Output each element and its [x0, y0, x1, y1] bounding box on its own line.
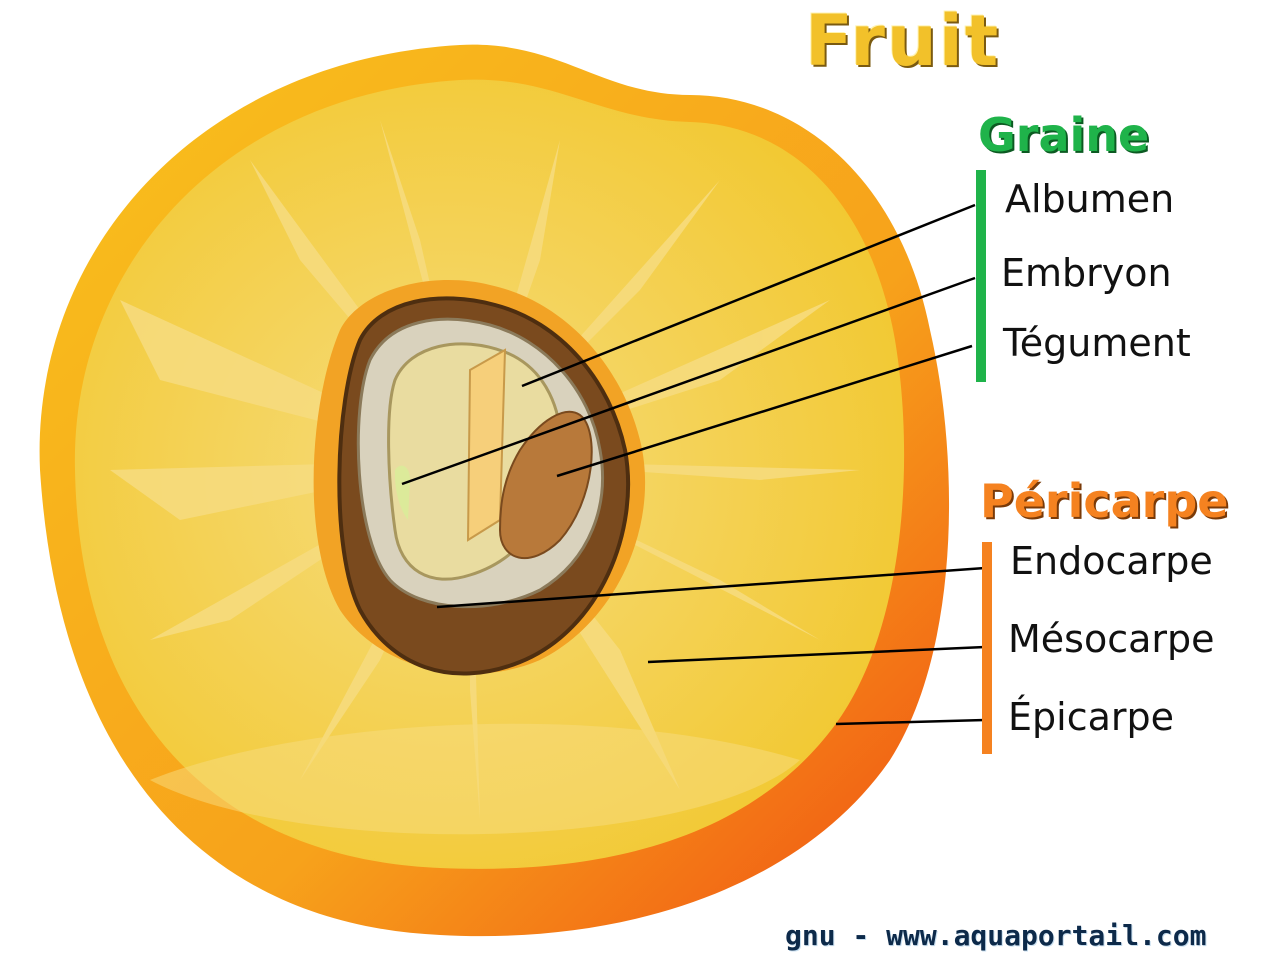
- label-tegument: Tégument: [1003, 321, 1191, 365]
- tegument-fold: [498, 410, 593, 559]
- label-epicarpe: Épicarpe: [1008, 695, 1174, 739]
- diagram-title: Fruit: [805, 0, 1001, 82]
- embryo-shape: [466, 348, 507, 542]
- label-mesocarpe: Mésocarpe: [1008, 617, 1215, 661]
- label-albumen: Albumen: [1005, 177, 1175, 221]
- leader-lines: [401, 203, 986, 726]
- pericarpe-bracket: [982, 542, 992, 754]
- embryo-tip: [394, 465, 410, 520]
- graine-bracket: [976, 170, 986, 382]
- watermark: gnu - www.aquaportail.com: [785, 919, 1207, 952]
- pericarpe-heading: Péricarpe: [980, 474, 1229, 528]
- graine-heading: Graine: [978, 108, 1150, 162]
- label-embryon: Embryon: [1001, 251, 1172, 295]
- label-endocarpe: Endocarpe: [1010, 539, 1213, 583]
